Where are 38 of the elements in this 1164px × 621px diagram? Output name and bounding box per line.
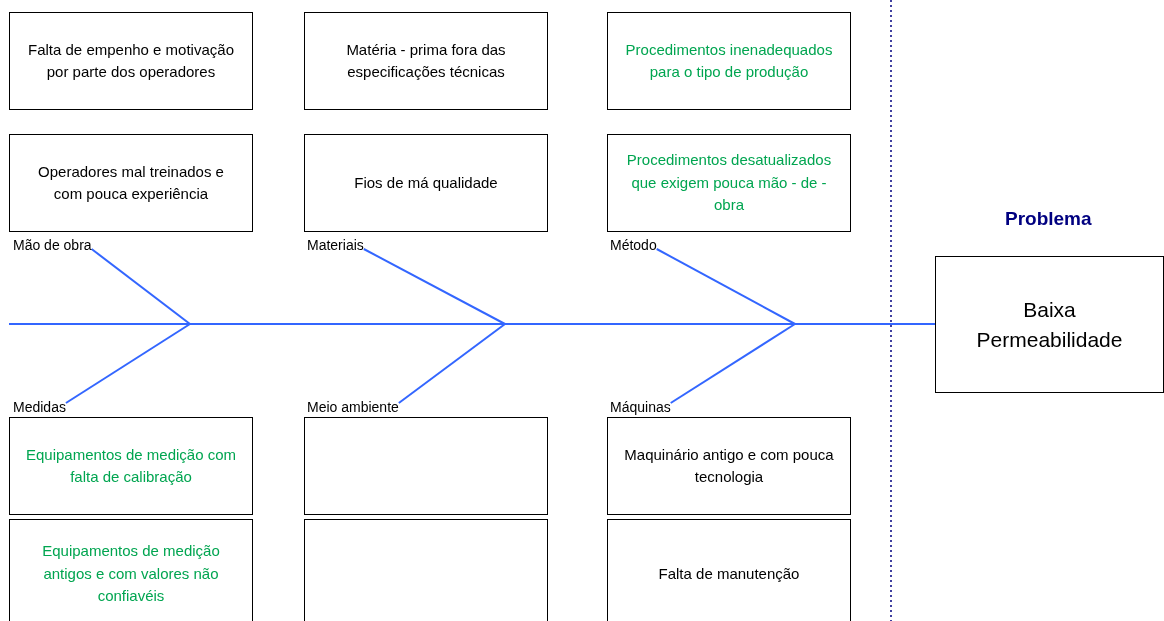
- category-label: Máquinas: [610, 399, 671, 415]
- cause-text: Procedimentos desatualizados que exigem pouca mão - de - obra: [625, 150, 833, 216]
- cause-box: [9, 519, 253, 621]
- category-label: Medidas: [13, 399, 66, 415]
- bone-line: [655, 248, 796, 325]
- bone-line: [90, 248, 191, 325]
- bone-line: [64, 323, 191, 404]
- cause-box: [607, 417, 851, 515]
- cause-box: [304, 12, 548, 110]
- cause-text: Equipamentos de medição com falta de calibração: [24, 444, 238, 487]
- cause-box: [607, 134, 851, 232]
- cause-text: Fios de má qualidade: [354, 172, 498, 193]
- cause-text: Equipamentos de medição antigos e com valores não confiavéis: [41, 541, 221, 607]
- cause-text: Maquinário antigo e com pouca tecnologia: [623, 444, 835, 487]
- bone-line: [669, 323, 796, 404]
- cause-box: [607, 519, 851, 621]
- cause-text: Falta de empenho e motivação por parte dos operadores: [27, 39, 235, 82]
- cause-box: [9, 417, 253, 515]
- cause-box: [9, 12, 253, 110]
- bone-line: [362, 248, 506, 325]
- problem-heading: Problema: [1005, 208, 1092, 230]
- category-label: Meio ambiente: [307, 399, 399, 415]
- cause-text: Falta de manutenção: [658, 563, 800, 584]
- cause-text: Matéria - prima fora das especificações técnicas: [345, 39, 507, 82]
- category-label: Método: [610, 237, 657, 253]
- category-label: Mão de obra: [13, 237, 92, 253]
- cause-box: [304, 134, 548, 232]
- category-label: Materiais: [307, 237, 364, 253]
- bone-line: [397, 323, 506, 404]
- spine-line: [8, 323, 936, 325]
- empty-box: [304, 417, 548, 515]
- cause-text: Procedimentos inenadequados para o tipo de produção: [624, 39, 834, 82]
- cause-text: Operadores mal treinados e com pouca experiência: [37, 161, 225, 204]
- problem-box: [935, 256, 1164, 393]
- cause-box: [607, 12, 851, 110]
- cause-box: [9, 134, 253, 232]
- empty-box: [304, 519, 548, 621]
- problem-text: Baixa Permeabilidade: [976, 297, 1123, 353]
